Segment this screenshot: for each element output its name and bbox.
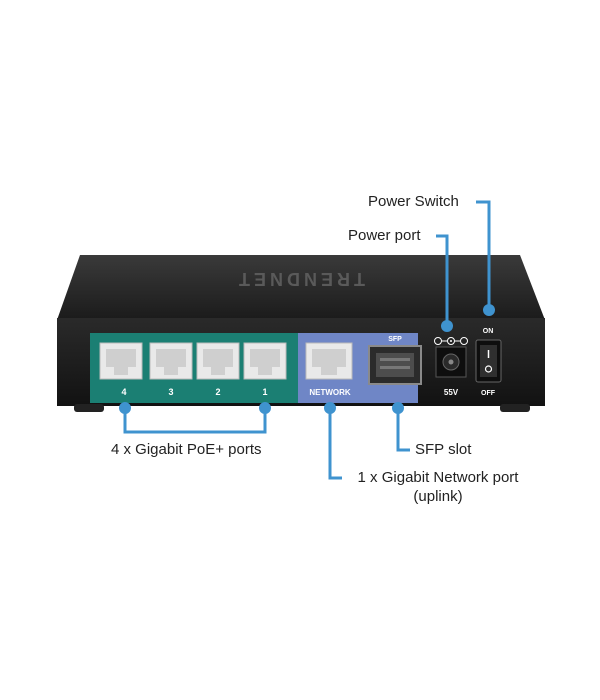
- poe-port-number-4: 4: [121, 387, 126, 397]
- poe-port-2[interactable]: [196, 342, 240, 380]
- callout-sfp-slot: SFP slot: [415, 441, 472, 458]
- brand-mark: TRENDNET: [235, 269, 365, 289]
- power-rating-label: 55V: [444, 388, 459, 397]
- power-port-leader: [436, 234, 449, 322]
- sfp-slot[interactable]: [368, 345, 422, 385]
- poe-port-4[interactable]: [99, 342, 143, 380]
- poe-port-number-1: 1: [262, 387, 267, 397]
- poe-ports-leader: [123, 410, 267, 434]
- network-port-leader: [328, 410, 342, 480]
- power-switch[interactable]: [475, 339, 502, 383]
- poe-port-4-dot: [119, 402, 131, 414]
- power-switch-leader: [476, 200, 491, 305]
- power-port[interactable]: [435, 346, 467, 378]
- switch-off-label: OFF: [481, 390, 496, 397]
- callout-dots: [119, 304, 495, 414]
- poe-port-1-dot: [259, 402, 271, 414]
- callout-network-port: 1 x Gigabit Network port (uplink): [347, 468, 529, 506]
- network-port-label: NETWORK: [309, 388, 351, 397]
- callout-poe-ports: 4 x Gigabit PoE+ ports: [111, 441, 262, 458]
- power-port-dot: [441, 320, 453, 332]
- chassis-top: [57, 255, 545, 320]
- callout-network-port-line1: 1 x Gigabit Network port: [357, 469, 519, 486]
- power-polarity-icon: [434, 337, 468, 345]
- network-port-dot: [324, 402, 336, 414]
- chassis-foot-right: [500, 404, 530, 412]
- network-port[interactable]: [305, 342, 353, 380]
- sfp-slot-dot: [392, 402, 404, 414]
- callout-network-port-line2: (uplink): [413, 488, 463, 505]
- poe-port-number-3: 3: [168, 387, 173, 397]
- callout-power-port: Power port: [348, 227, 421, 244]
- callout-lines: [123, 200, 491, 480]
- poe-port-1[interactable]: [243, 342, 287, 380]
- callout-power-switch: Power Switch: [368, 193, 459, 210]
- chassis-foot-left: [74, 404, 104, 412]
- poe-port-number-2: 2: [215, 387, 220, 397]
- switch-on-label: ON: [483, 328, 494, 335]
- power-switch-dot: [483, 304, 495, 316]
- sfp-label: SFP: [388, 336, 402, 343]
- sfp-slot-leader: [396, 410, 410, 452]
- poe-port-3[interactable]: [149, 342, 193, 380]
